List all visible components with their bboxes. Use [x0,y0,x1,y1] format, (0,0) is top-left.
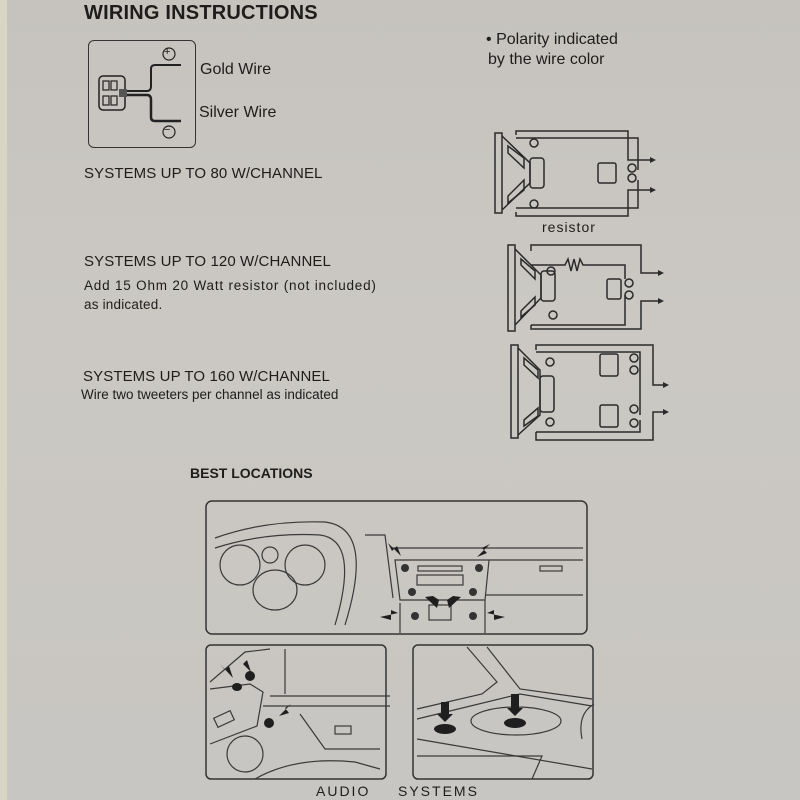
instruction-sheet [7,0,800,800]
polarity-line-2: by the wire color [488,51,605,68]
system-80w-heading: SYSTEMS UP TO 80 W/CHANNEL [84,165,323,182]
caption-audio: AUDIO [316,783,371,799]
system-120w-note-line-1: Add 15 Ohm 20 Watt resistor (not include… [84,278,377,293]
system-120w-heading: SYSTEMS UP TO 120 W/CHANNEL [84,253,331,270]
silver-wire-label: Silver Wire [199,104,277,121]
wiring-diagram-120w [507,244,664,332]
positive-symbol: + [164,46,171,58]
system-160w-heading: SYSTEMS UP TO 160 W/CHANNEL [83,368,330,385]
dashboard-location-diagram [205,500,588,635]
gold-wire-label: Gold Wire [200,61,272,78]
bullet: • [486,31,492,48]
system-120w-note-line-2: as indicated. [84,297,163,312]
polarity-note: • Polarity indicated by the wire color [486,30,618,70]
tweeter-terminal-icon [98,47,181,139]
best-locations-heading: BEST LOCATIONS [190,465,313,481]
rear-deck-location-diagram [412,644,595,780]
wiring-diagram-80w [494,130,656,217]
caption-systems: SYSTEMS [398,783,479,799]
door-location-diagram [205,644,390,780]
wiring-diagram-160w [510,344,669,441]
wire-legend-box [88,40,196,148]
page-title: WIRING INSTRUCTIONS [84,2,318,24]
system-160w-note: Wire two tweeters per channel as indicat… [81,387,339,402]
negative-symbol: − [164,124,171,136]
location-arrows [380,543,505,620]
resistor-label: resistor [542,219,596,235]
system-120w-note: Add 15 Ohm 20 Watt resistor (not include… [84,276,377,314]
polarity-line-1: Polarity indicated [496,31,618,48]
page-edge [0,0,7,800]
